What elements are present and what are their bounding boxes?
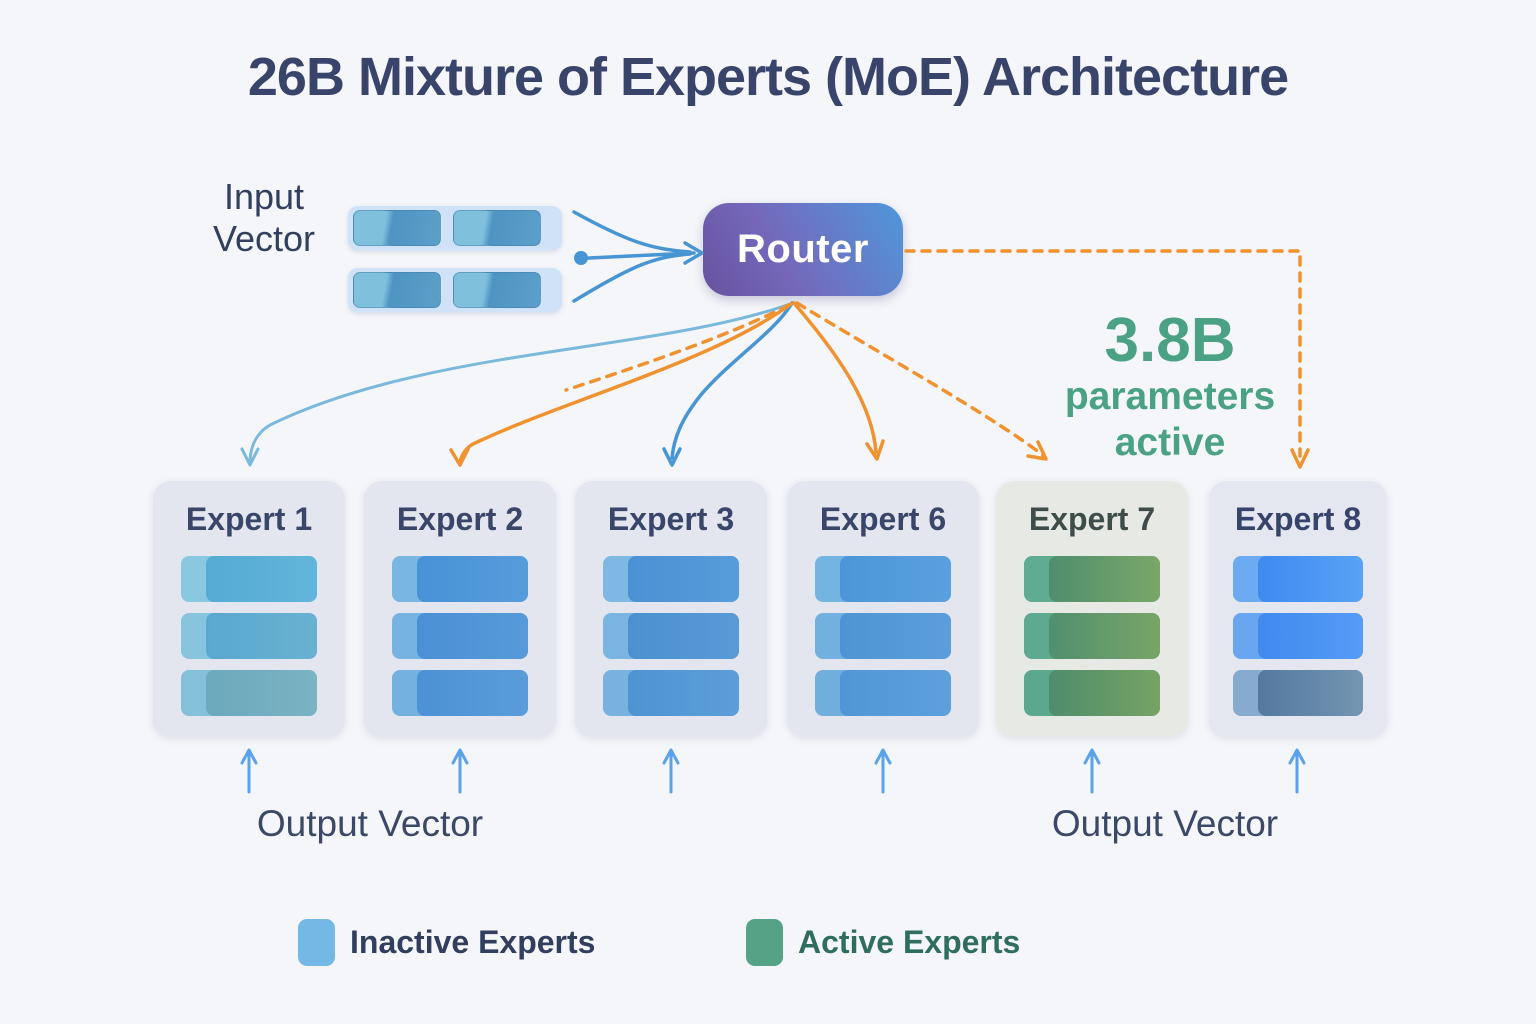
expert-title: Expert 1 xyxy=(185,501,313,537)
legend-label: Active Experts xyxy=(798,924,1021,960)
input-vector-label-line1: Input xyxy=(223,176,305,217)
output-up-arrows xyxy=(240,748,1306,794)
expert-weight-bar xyxy=(815,556,951,602)
expert-weight-bar xyxy=(1233,613,1363,659)
expert-weight-bar xyxy=(181,613,317,659)
input-vector-cell xyxy=(453,210,541,246)
input-vector-cell xyxy=(353,210,441,246)
input-vector-cell xyxy=(353,272,441,308)
expert-weight-bar-fill xyxy=(1049,613,1160,659)
expert-weight-bar-fill xyxy=(1258,556,1363,602)
active-parameters-text2: active xyxy=(1114,421,1226,464)
active-parameters-note: 3.8B parameters active xyxy=(1040,308,1300,466)
router-dashed-overlay xyxy=(564,303,791,392)
legend-item: Inactive Experts xyxy=(298,919,595,966)
expert-weight-bar-fill xyxy=(1049,670,1160,716)
expert-weight-bar-fill xyxy=(628,670,739,716)
expert-weight-bar-fill xyxy=(417,556,528,602)
expert-weight-bar xyxy=(392,556,528,602)
expert-weight-bar xyxy=(815,613,951,659)
input-vector-label-line2: Vector xyxy=(212,218,316,259)
expert-weight-bar xyxy=(181,670,317,716)
expert-title: Expert 2 xyxy=(396,501,524,537)
expert-card: Expert 2 xyxy=(364,481,556,737)
expert-weight-bar-fill xyxy=(206,670,317,716)
expert2-arrowhead xyxy=(449,447,470,467)
expert-weight-bar xyxy=(1233,556,1363,602)
input-vector-row xyxy=(348,206,562,250)
router-box: Router xyxy=(703,203,903,296)
page-title: 26B Mixture of Experts (MoE) Architectur… xyxy=(247,47,1289,107)
expert-weight-bar xyxy=(1024,613,1160,659)
input-vector-row xyxy=(348,268,562,312)
expert6-arrowhead xyxy=(865,439,885,461)
router-to-expert3-arrow xyxy=(662,301,794,467)
expert-weight-bar-fill xyxy=(206,556,317,602)
expert-weight-bar-fill xyxy=(840,613,951,659)
router-label: Router xyxy=(737,227,869,271)
router-to-expert1-arrow xyxy=(240,302,792,467)
expert-weight-bar-fill xyxy=(628,613,739,659)
expert-title: Expert 7 xyxy=(1028,501,1156,537)
expert-weight-bar-fill xyxy=(417,613,528,659)
expert-weight-bar xyxy=(603,556,739,602)
expert-weight-bar-fill xyxy=(1049,556,1160,602)
expert-weight-bar xyxy=(392,613,528,659)
legend-item: Active Experts xyxy=(746,919,1020,966)
router-to-expert7-dashed-arrow xyxy=(795,301,1046,458)
expert-title: Expert 8 xyxy=(1234,501,1362,537)
input-to-router-arrow xyxy=(572,210,704,303)
expert-weight-bar-fill xyxy=(1258,613,1363,659)
expert-card: Expert 7 xyxy=(996,481,1188,737)
expert-weight-bar-fill xyxy=(206,613,317,659)
output-vector-label: Output Vector xyxy=(256,803,484,844)
expert-weight-bar-fill xyxy=(417,670,528,716)
expert-title: Expert 3 xyxy=(607,501,735,537)
converge-dot xyxy=(574,251,588,265)
input-vector-label: Input Vector xyxy=(188,176,340,260)
active-parameters-value: 3.8B xyxy=(1104,306,1236,375)
legend-swatch xyxy=(746,919,783,966)
output-vector-label: Output Vector xyxy=(1051,803,1279,844)
expert-weight-bar xyxy=(603,670,739,716)
expert-card: Expert 3 xyxy=(575,481,767,737)
expert-weight-bar xyxy=(1233,670,1363,716)
expert-weight-bar xyxy=(181,556,317,602)
active-parameters-text1: parameters xyxy=(1064,375,1276,418)
legend-swatch xyxy=(298,919,335,966)
expert-weight-bar-fill xyxy=(628,556,739,602)
input-vector-cell xyxy=(453,272,541,308)
expert-weight-bar xyxy=(603,613,739,659)
expert-weight-bar-fill xyxy=(1258,670,1363,716)
expert-title: Expert 6 xyxy=(819,501,947,537)
expert-card: Expert 6 xyxy=(787,481,979,737)
legend-label: Inactive Experts xyxy=(350,924,596,960)
expert-weight-bar xyxy=(392,670,528,716)
expert-weight-bar xyxy=(1024,556,1160,602)
expert-weight-bar xyxy=(815,670,951,716)
router-to-expert6-arrow xyxy=(792,301,878,454)
router-to-expert2-arrow xyxy=(458,302,793,464)
expert-card: Expert 8 xyxy=(1209,481,1387,737)
expert-weight-bar-fill xyxy=(840,556,951,602)
expert-weight-bar xyxy=(1024,670,1160,716)
expert-card: Expert 1 xyxy=(153,481,345,737)
expert-weight-bar-fill xyxy=(840,670,951,716)
